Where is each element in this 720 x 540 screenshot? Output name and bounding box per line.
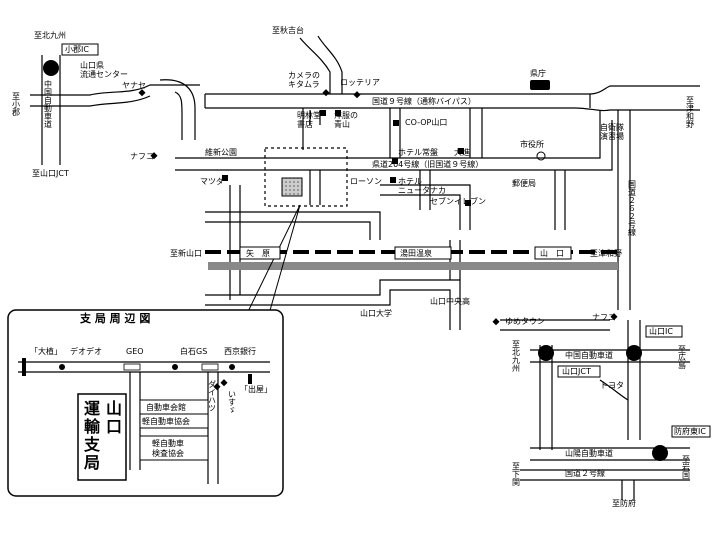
label-yumetown: ゆめタウン <box>505 317 545 326</box>
label-yamaguchi-chuo-ko: 山口中央高 <box>430 296 470 306</box>
label-to-ogori: 至小郡 <box>12 92 21 117</box>
label-yabara: 矢 原 <box>246 248 270 258</box>
label-hofu-higashi-ic: 防府東IC <box>674 426 706 436</box>
yamaguchi-ic-marker <box>626 345 642 361</box>
label-tsuwano-top: 至津和野 <box>686 96 695 128</box>
label-kitakyushu-right: 至北九州 <box>512 340 521 372</box>
label-yudaonsen: 湯田温泉 <box>400 248 432 258</box>
inset-kei-kyokai: 軽自動車協会 <box>142 416 190 426</box>
inset-daihatsu: ダイハツ <box>208 379 217 412</box>
inset-oteki: 「大植」 <box>30 346 62 356</box>
label-lotteria: ロッテリア <box>340 78 380 87</box>
inset-deodeo: デオデオ <box>70 346 102 356</box>
label-jieitai: 自衛隊演習場 <box>600 122 624 141</box>
hofu-higashi-ic-marker <box>652 445 668 461</box>
ogori-ic-marker <box>43 60 59 76</box>
label-yamaguchi-ryutsu: 山口県流通センター <box>80 60 128 79</box>
label-kokudo9: 国道９号線（通称バイパス） <box>372 96 476 106</box>
label-to-shinyamaguchi: 至新山口 <box>170 248 202 258</box>
station-yuda-box <box>394 246 452 260</box>
label-kencho: 県庁 <box>530 68 546 78</box>
label-chugoku-exp-left: 中国自動車道 <box>44 79 53 129</box>
label-ishin-koen: 維新公園 <box>205 147 237 157</box>
label-yamaguchi-jct-left: 至山口JCT <box>32 168 69 178</box>
label-daitatsu: 大進 <box>454 147 470 157</box>
office-site <box>281 177 303 197</box>
label-iwakuni: 至岩国 <box>682 455 691 480</box>
kencho-marker <box>530 80 550 90</box>
label-coop: CO-OP山口 <box>405 117 447 127</box>
label-yamaguchi-ic: 山口IC <box>649 326 673 336</box>
station-yabara-box <box>239 246 281 260</box>
label-kendo204: 県道204号線（旧国道９号線） <box>372 159 483 169</box>
inset-callout <box>239 204 301 329</box>
label-kokudo2: 国道２号線 <box>565 468 605 478</box>
label-kita-kyushu: 至北九州 <box>34 31 66 40</box>
label-yubinkyoku: 郵便局 <box>512 178 536 188</box>
label-hotel-joban: ホテル常盤 <box>398 147 438 157</box>
label-nafco-right: ナフコ <box>592 313 616 322</box>
label-hotel-new-tanaka: ホテルニュータナカ <box>398 177 446 195</box>
label-yamaguchi-st: 山 口 <box>540 248 564 258</box>
label-meirin: 明林堂書店 <box>297 110 321 129</box>
label-ogori-ic: 小郡IC <box>65 44 89 54</box>
inset-kei-kensa: 軽自動車検査協会 <box>152 438 184 458</box>
main-map <box>30 35 700 500</box>
label-lawson: ローソン <box>350 177 382 186</box>
label-shiyakusho: 市役所 <box>520 139 544 149</box>
label-yanase: ヤナセ <box>122 81 146 90</box>
label-mazda: マツダ <box>200 176 224 186</box>
label-kamera: カメラのキタムラ <box>288 71 320 89</box>
label-yofuku: 洋服の青山 <box>334 110 358 129</box>
inset-map: 支 局 周 辺 図 「大植」 デオデオ GEO 白石 <box>7 309 284 497</box>
inset-dega: 「出屋」 <box>240 384 272 394</box>
label-nafco-left: ナフコ <box>130 152 154 161</box>
label-chugoku-exp-right: 中国自動車道 <box>565 350 613 360</box>
label-sanyo-exp: 山陽自動車道 <box>565 448 613 458</box>
main-map-labels: 至北九州 小郡IC 山口県流通センター ヤナセ 中国自動車道 至小郡 至山口JC… <box>12 25 711 508</box>
inset-jidosha-kaikan: 自動車会館 <box>146 402 186 412</box>
label-hofu: 至防府 <box>612 498 636 508</box>
label-yamaguchi-jct-right: 山口JCT <box>562 366 591 376</box>
inset-title: 支 局 周 辺 図 <box>79 311 150 325</box>
label-shimonoseki: 至下関 <box>512 462 521 487</box>
poi-markers <box>138 89 618 326</box>
office-area-box <box>264 147 348 207</box>
label-akiyoshidai: 至秋吉台 <box>272 25 304 35</box>
inset-shiraishi-gs: 白石GS <box>180 346 207 356</box>
yamaguchi-jct-marker <box>538 345 554 361</box>
inset-office-name: 山口運輸支局 <box>83 399 122 472</box>
label-to-tsuwano-rail: 至津和野 <box>590 248 622 258</box>
label-hiroshima: 至広島 <box>678 345 687 370</box>
label-seven: セブンイレブン <box>430 196 486 206</box>
label-yamaguchi-univ: 山口大学 <box>360 308 392 318</box>
label-kokudo262: 国道２６２号線 <box>628 180 637 236</box>
label-toyota: トヨタ <box>600 381 624 390</box>
inset-geo: GEO <box>126 347 144 356</box>
station-yamaguchi-box <box>534 246 572 260</box>
inset-saikyo-bank: 西京銀行 <box>224 346 256 356</box>
inset-isuzu: いすゞ <box>228 390 237 414</box>
